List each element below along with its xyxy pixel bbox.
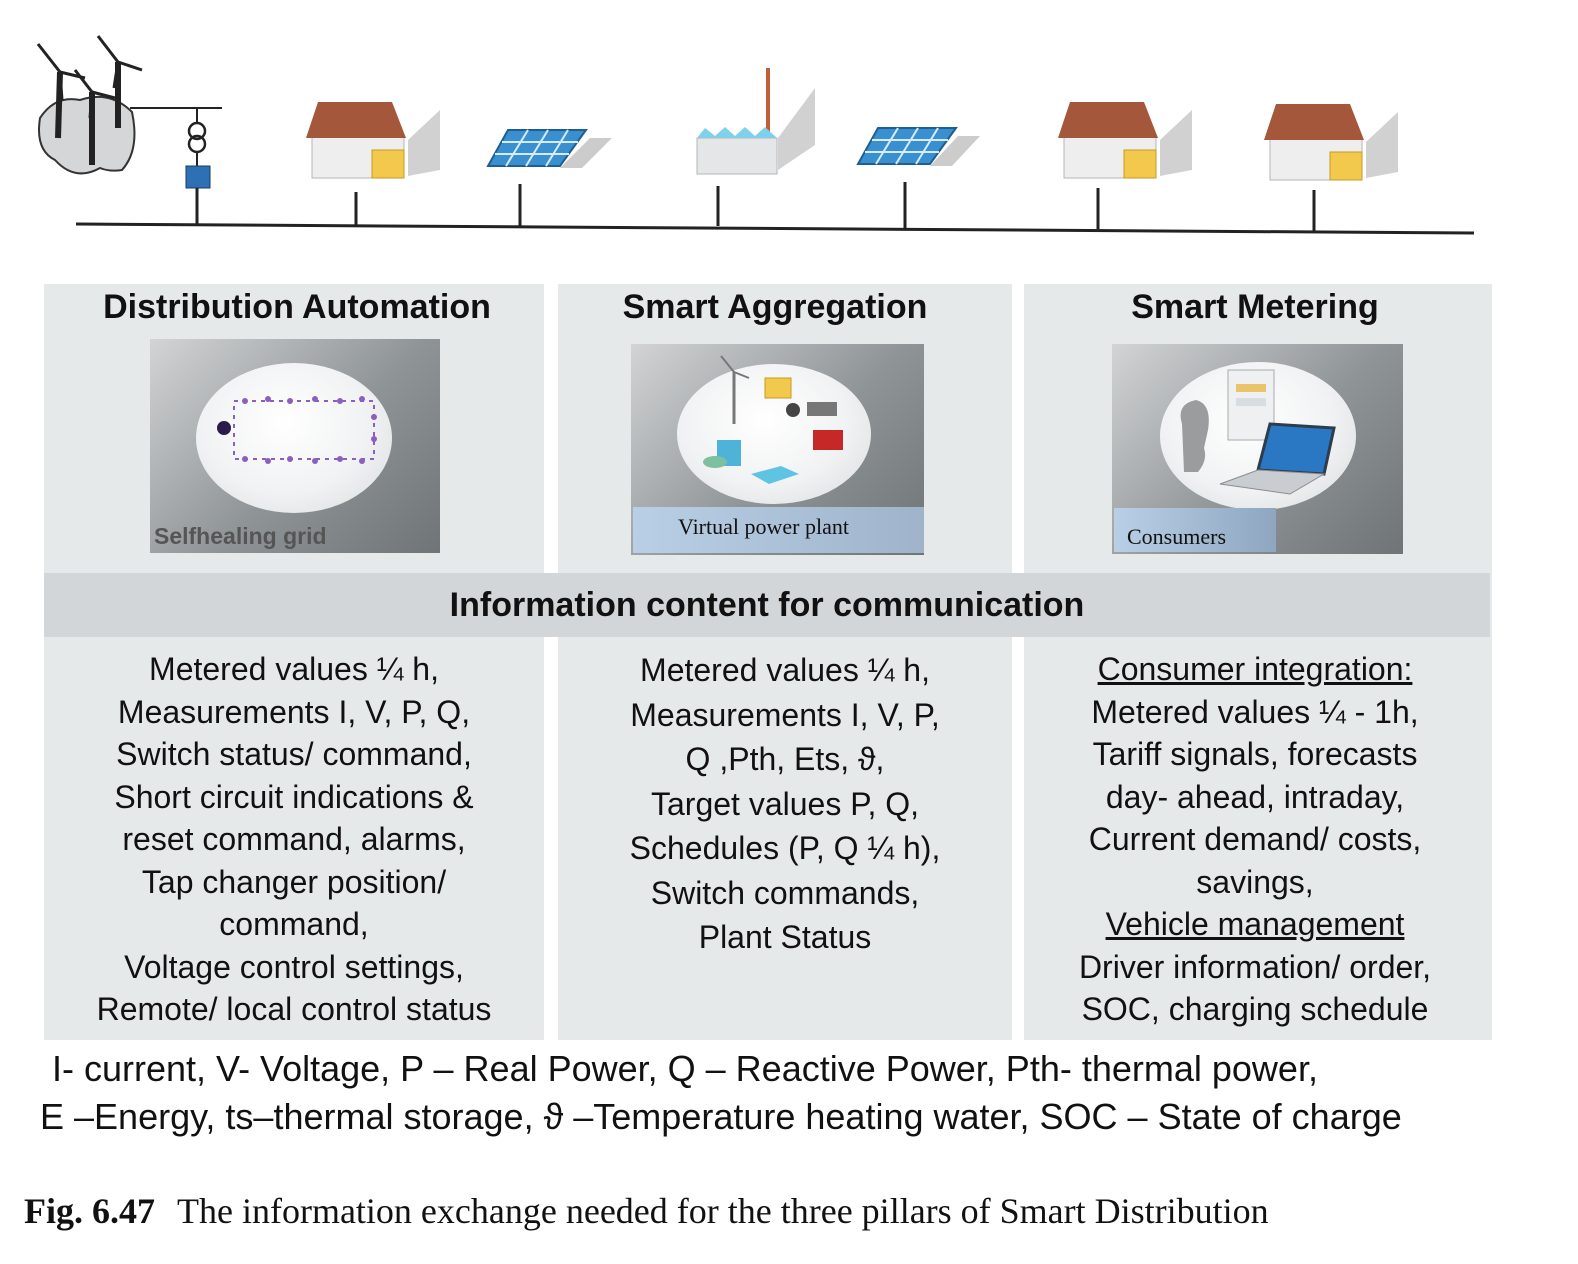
info-line: Switch commands, <box>650 874 920 911</box>
info-heading-vehicle-management: Vehicle management <box>1105 906 1405 942</box>
info-line: reset command, alarms, <box>122 821 466 857</box>
info-line: Q ,Pth, Ets, ϑ, <box>685 741 885 777</box>
info-line: Plant Status <box>698 919 872 955</box>
image-label-selfhealing-grid: Selfhealing grid <box>154 523 327 549</box>
factory-icon <box>696 68 815 226</box>
info-line: Driver information/ order, <box>1078 948 1432 985</box>
info-line: Short circuit indications & <box>114 778 474 815</box>
grid-illustration <box>36 35 1475 235</box>
solar-panel-icon <box>486 129 612 227</box>
column-title-smart-aggregation: Smart Aggregation <box>622 288 928 326</box>
house-icon <box>1058 102 1192 229</box>
smart-metering-info: Consumer integration: Metered values ¼ -… <box>1024 648 1486 1031</box>
legend-line-2: E –Energy, ts–thermal storage, ϑ –Temper… <box>40 1096 1402 1137</box>
ring-network-icon <box>217 396 377 464</box>
info-heading-consumer-integration: Consumer integration: <box>1097 651 1413 687</box>
laptop-and-person-icon <box>1180 369 1336 495</box>
plant-cluster-icon <box>703 355 843 484</box>
figure-caption-text: The information exchange needed for the … <box>177 1191 1269 1231</box>
info-line: Switch status/ command, <box>116 736 472 772</box>
info-line: Measurements I, V, P, Q, <box>117 693 471 730</box>
info-line: Tariff signals, forecasts <box>1092 736 1418 772</box>
info-line: Metered values ¼ h, <box>149 651 439 687</box>
column-title-smart-metering: Smart Metering <box>1131 288 1379 326</box>
figure-number: Fig. 6.47 <box>24 1191 155 1231</box>
consumers-image: Consumers <box>1112 344 1403 554</box>
info-content-bar: Information content for communication <box>44 573 1490 637</box>
smart-aggregation-info: Metered values ¼ h, Measurements I, V, P… <box>558 648 1012 960</box>
house-icon <box>306 102 440 226</box>
info-line: Current demand/ costs, <box>1088 821 1422 857</box>
house-icon <box>1264 104 1398 231</box>
info-line: Remote/ local control status <box>96 991 492 1027</box>
column-title-distribution-automation: Distribution Automation <box>103 288 491 326</box>
image-label-bar <box>1114 508 1276 552</box>
image-label-virtual-power-plant: Virtual power plant <box>678 514 849 539</box>
info-line: SOC, charging schedule <box>1081 991 1429 1027</box>
virtual-power-plant-image: Virtual power plant <box>631 344 924 555</box>
info-line: Metered values ¼ h, <box>640 652 930 688</box>
figure-caption: Fig. 6.47 The information exchange needed… <box>24 1190 1269 1232</box>
info-line: Metered values ¼ - 1h, <box>1091 693 1419 730</box>
info-line: Measurements I, V, P, <box>630 696 940 733</box>
info-line: Tap changer position/ <box>141 863 447 900</box>
info-line: Schedules (P, Q ¼ h), <box>629 830 941 866</box>
solar-panel-icon <box>856 127 980 228</box>
legend-line-1: I- current, V- Voltage, P – Real Power, … <box>52 1048 1318 1089</box>
info-line: day- ahead, intraday, <box>1105 778 1405 815</box>
transformer-icon <box>185 121 211 224</box>
image-label-consumers: Consumers <box>1127 524 1226 549</box>
wind-park-icon <box>36 35 222 175</box>
distribution-bus-line <box>75 222 1475 235</box>
distribution-automation-info: Metered values ¼ h, Measurements I, V, P… <box>44 648 544 1031</box>
info-line: command, <box>219 906 369 942</box>
info-line: Target values P, Q, <box>651 785 919 822</box>
selfhealing-grid-image: Selfhealing grid <box>150 339 440 553</box>
info-line: Voltage control settings, <box>124 948 464 985</box>
image-label-bar <box>633 507 924 553</box>
info-line: savings, <box>1196 863 1314 900</box>
